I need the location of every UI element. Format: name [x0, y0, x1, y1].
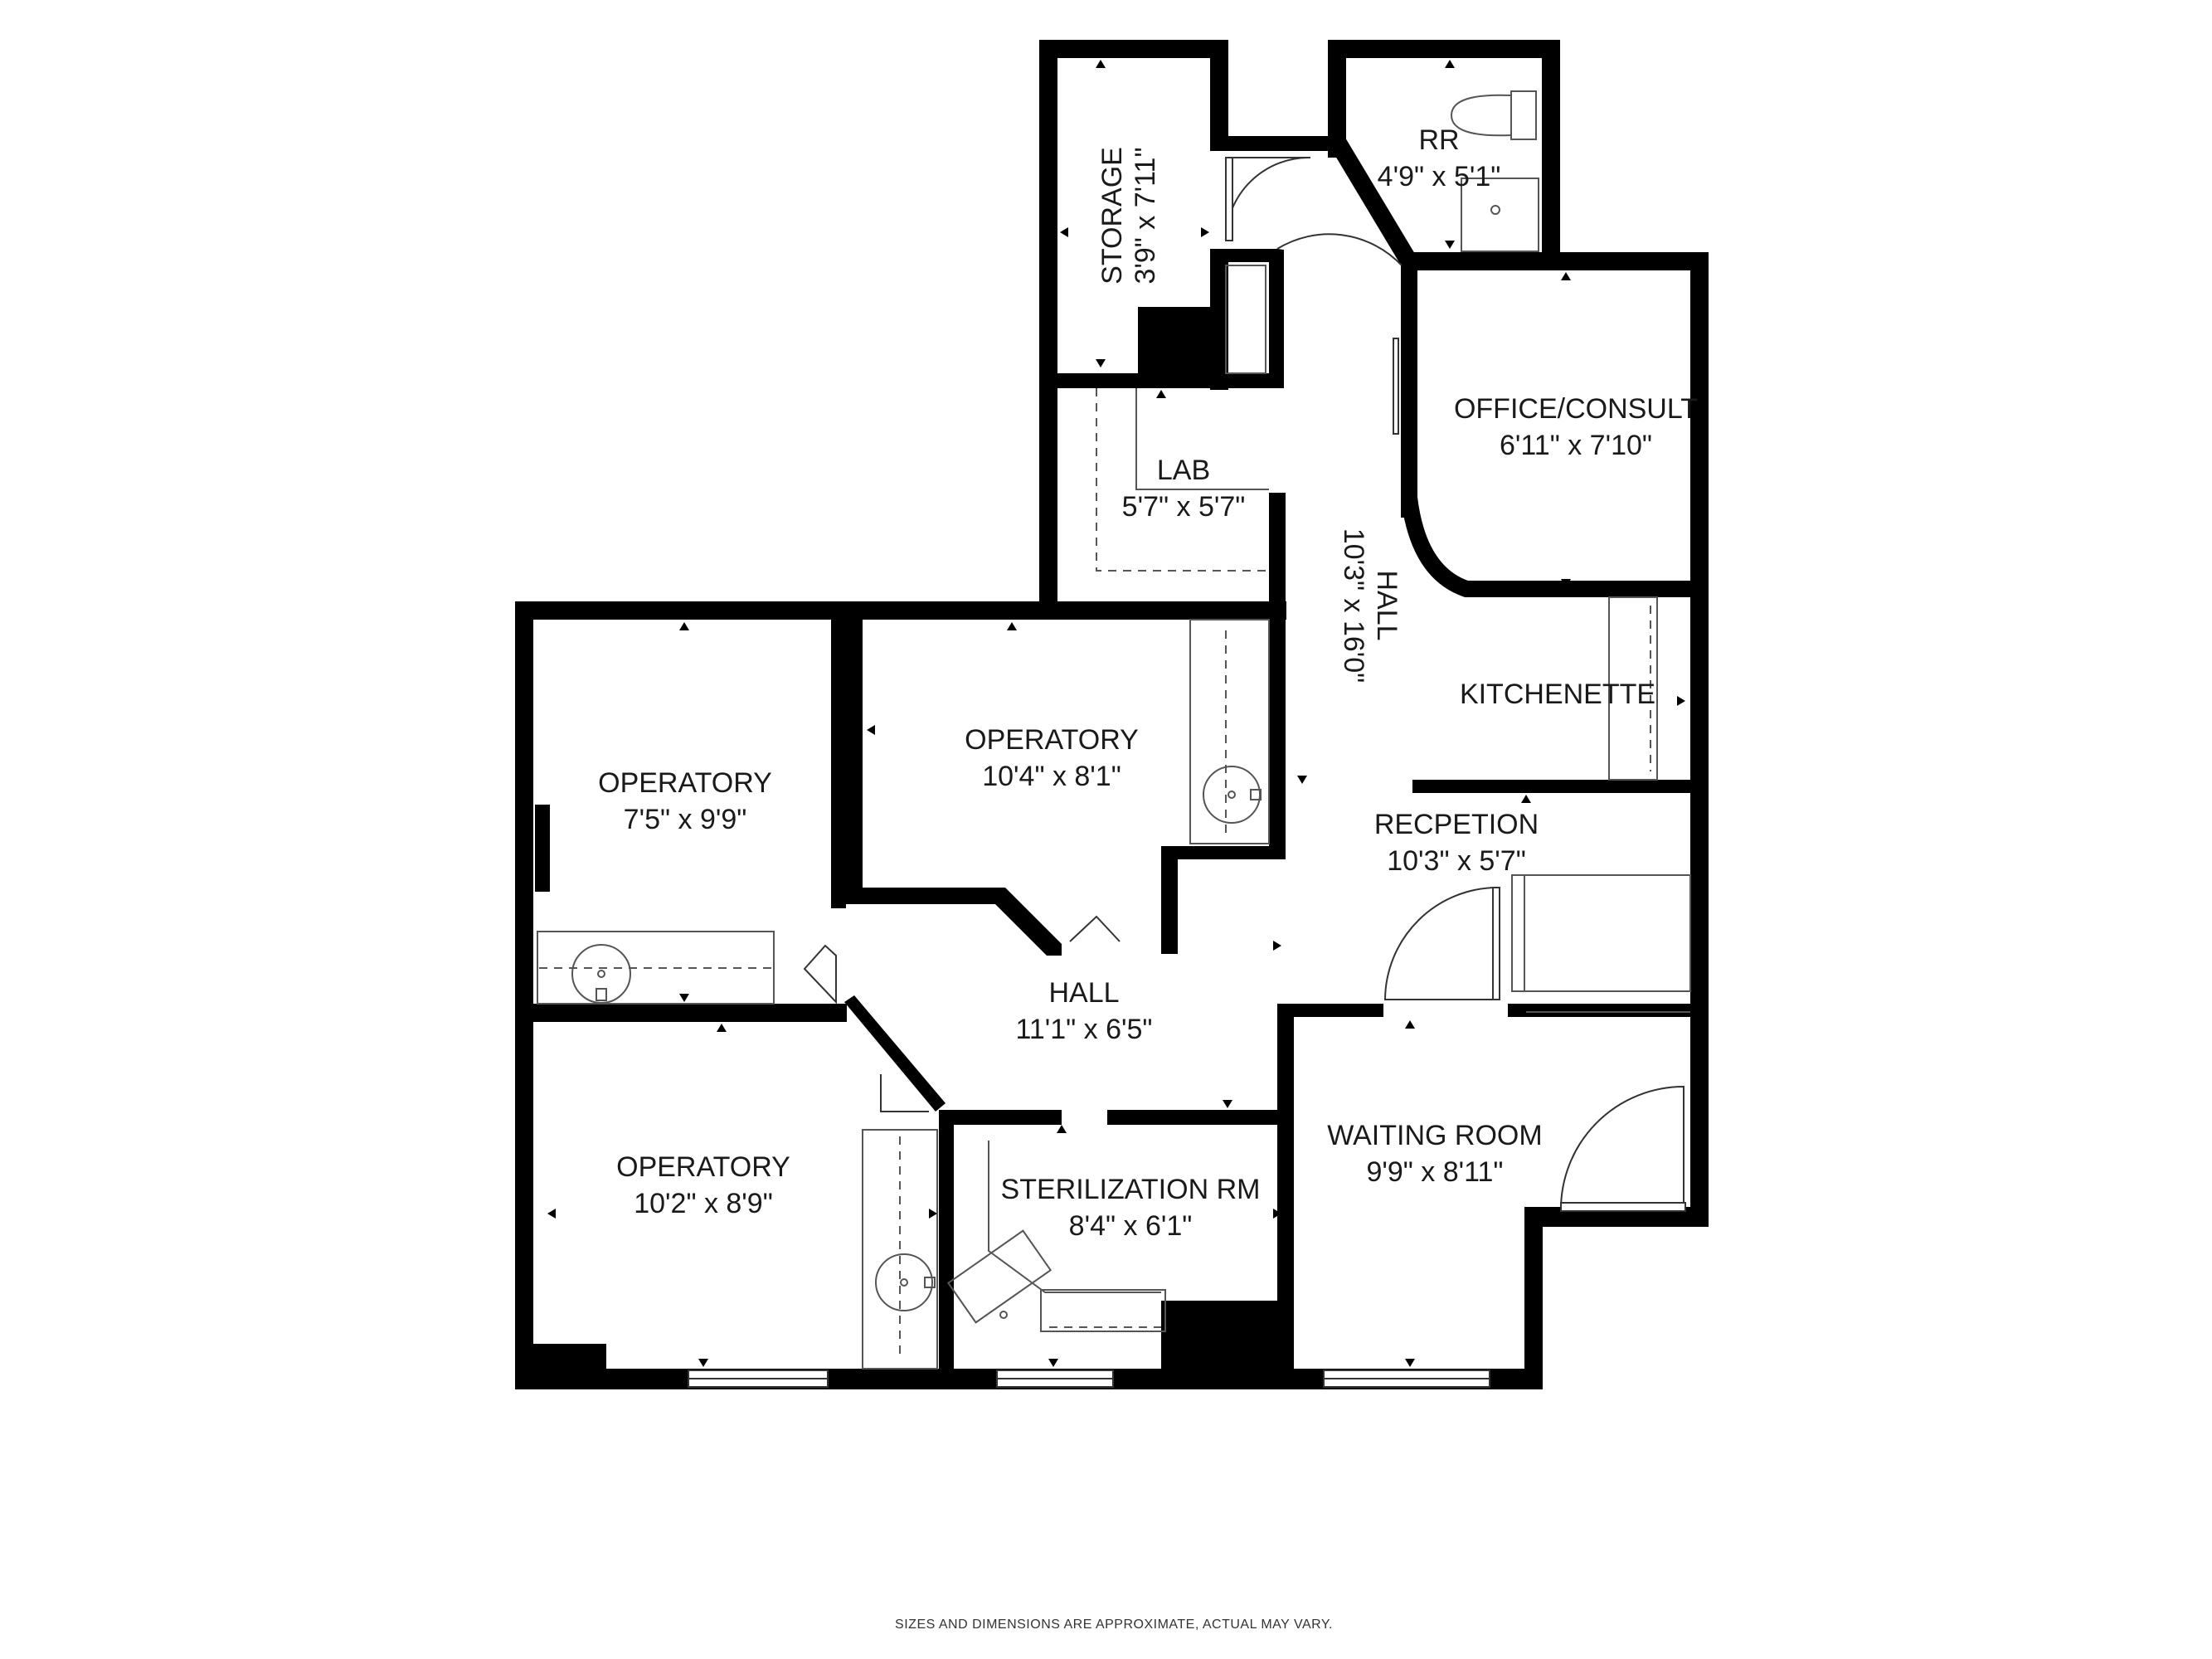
operatory-center-dims: 10'4" x 8'1"	[982, 761, 1121, 792]
reception-dims: 10'3" x 5'7"	[1387, 845, 1526, 877]
office-name: OFFICE/CONSULT	[1454, 393, 1698, 425]
hall-lower-dims: 11'1" x 6'5"	[1015, 1014, 1152, 1045]
doors	[803, 156, 1686, 1212]
room-labels: STORAGE 3'9" x 7'11" RR 4'9" x 5'1" OFFI…	[598, 124, 1698, 1242]
rr-dims: 4'9" x 5'1"	[1378, 161, 1501, 192]
lab-name: LAB	[1157, 455, 1210, 486]
storage-name: STORAGE	[1096, 147, 1128, 285]
sterilization-name: STERILIZATION RM	[1001, 1174, 1261, 1205]
kitchenette-name: KITCHENETTE	[1460, 679, 1655, 710]
office-dims: 6'11" x 7'10"	[1500, 430, 1652, 461]
hall-vertical-dims: 10'3" x 16'0"	[1338, 528, 1369, 683]
operatory-bottom-dims: 10'2" x 8'9"	[634, 1188, 773, 1219]
reception-name: RECPETION	[1374, 809, 1539, 840]
operatory-bottom-name: OPERATORY	[616, 1151, 790, 1183]
fixtures	[537, 90, 1691, 1370]
windows	[688, 1370, 1490, 1388]
waiting-dims: 9'9" x 8'11"	[1366, 1156, 1503, 1188]
dimension-markers	[547, 60, 1685, 1367]
operatory-left-name: OPERATORY	[598, 767, 772, 799]
waiting-name: WAITING ROOM	[1327, 1120, 1542, 1151]
hall-lower-name: HALL	[1048, 977, 1119, 1009]
lab-dims: 5'7" x 5'7"	[1122, 491, 1246, 523]
sterilization-dims: 8'4" x 6'1"	[1069, 1210, 1193, 1242]
hall-vertical-name: HALL	[1371, 570, 1403, 640]
operatory-center-name: OPERATORY	[965, 724, 1139, 756]
storage-dims: 3'9" x 7'11"	[1130, 147, 1161, 284]
disclaimer-footer: SIZES AND DIMENSIONS ARE APPROXIMATE, AC…	[895, 1618, 1333, 1632]
operatory-left-dims: 7'5" x 9'9"	[624, 804, 747, 835]
rr-name: RR	[1418, 124, 1459, 156]
